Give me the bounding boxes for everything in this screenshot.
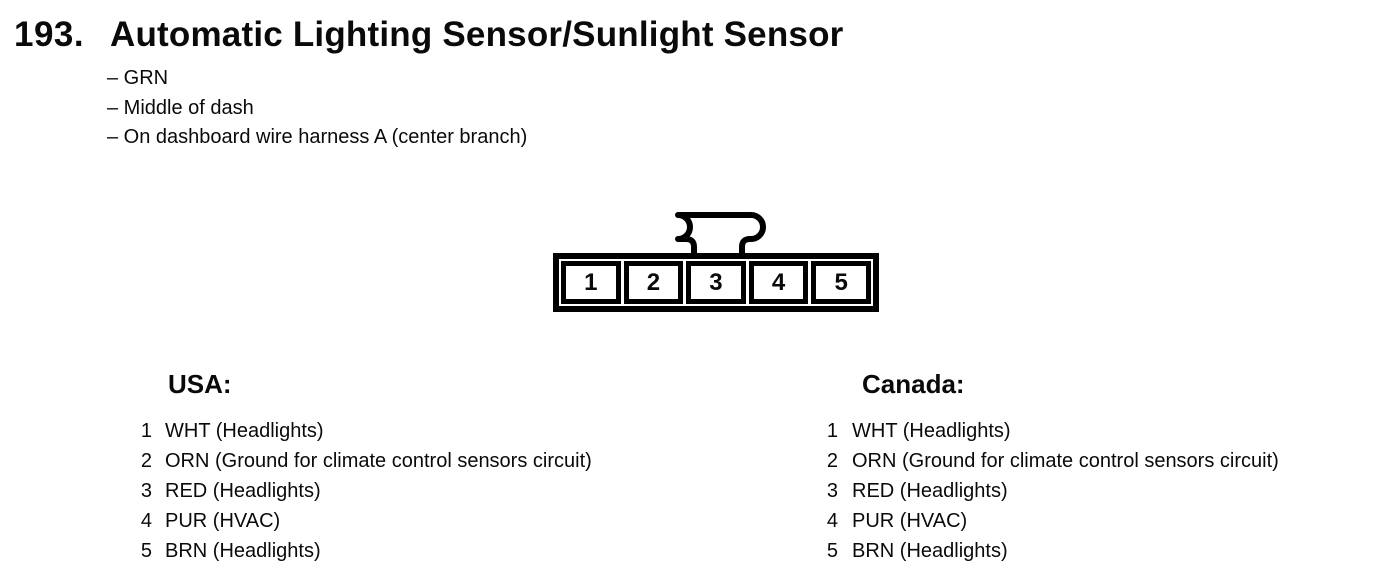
- pinout-row: 5 BRN (Headlights): [806, 536, 1279, 566]
- connector-pin-4: 4: [748, 261, 809, 304]
- pinout-row: 1 WHT (Headlights): [120, 416, 592, 446]
- section-number: 193.: [14, 15, 85, 54]
- connector-lock-tab-icon: [675, 212, 766, 260]
- pinout-list-canada: 1 WHT (Headlights) 2 ORN (Ground for cli…: [806, 416, 1279, 566]
- pin-label: BRN (Headlights): [165, 540, 321, 562]
- connector-pin-3: 3: [686, 261, 746, 304]
- pinout-row: 4 PUR (HVAC): [806, 506, 1279, 536]
- pinout-row: 5 BRN (Headlights): [120, 536, 592, 566]
- region-heading-usa: USA:: [168, 369, 232, 399]
- page-title: Automatic Lighting Sensor/Sunlight Senso…: [110, 15, 844, 54]
- pinout-row: 3 RED (Headlights): [120, 476, 592, 506]
- pin-number: 4: [140, 510, 152, 532]
- pinout-row: 2 ORN (Ground for climate control sensor…: [806, 446, 1279, 476]
- pin-number: 2: [140, 450, 152, 472]
- note-item: – GRN: [107, 67, 169, 89]
- pinout-row: 2 ORN (Ground for climate control sensor…: [120, 446, 592, 476]
- pin-label: WHT (Headlights): [165, 420, 324, 442]
- connector-pin-2: 2: [623, 261, 684, 304]
- pin-label: ORN (Ground for climate control sensors …: [852, 450, 1279, 472]
- pin-label: ORN (Ground for climate control sensors …: [165, 450, 592, 472]
- pin-label: RED (Headlights): [165, 480, 321, 502]
- connector-diagram: 1 2 3 4 5: [553, 206, 879, 312]
- pin-number: 1: [140, 420, 152, 442]
- note-item: – Middle of dash: [107, 96, 254, 119]
- pin-label: WHT (Headlights): [852, 420, 1011, 442]
- connector-pin-5: 5: [811, 261, 871, 304]
- pin-label: PUR (HVAC): [165, 510, 281, 532]
- pin-label: PUR (HVAC): [852, 510, 968, 532]
- pin-number: 4: [771, 268, 786, 296]
- pin-number: 3: [709, 268, 723, 296]
- note-item: – On dashboard wire harness A (center br…: [107, 126, 528, 148]
- connector-pin-1: 1: [561, 261, 621, 304]
- pin-number: 4: [826, 510, 838, 532]
- pin-number: 5: [140, 540, 152, 562]
- pin-number: 2: [826, 450, 838, 472]
- pin-number: 1: [826, 420, 838, 442]
- pin-number: 5: [834, 268, 848, 296]
- pinout-row: 4 PUR (HVAC): [120, 506, 592, 536]
- pin-number: 3: [140, 480, 152, 502]
- pinout-row: 3 RED (Headlights): [806, 476, 1279, 506]
- region-heading-canada: Canada:: [862, 369, 965, 399]
- pin-label: BRN (Headlights): [852, 540, 1008, 562]
- pin-number: 2: [646, 268, 661, 296]
- notes-list: – GRN – Middle of dash – On dashboard wi…: [107, 64, 527, 153]
- connector-body: 1 2 3 4 5: [553, 253, 879, 312]
- pin-label: RED (Headlights): [852, 480, 1008, 502]
- pinout-list-usa: 1 WHT (Headlights) 2 ORN (Ground for cli…: [120, 416, 592, 566]
- pin-number: 1: [584, 268, 598, 296]
- pinout-row: 1 WHT (Headlights): [806, 416, 1279, 446]
- pin-number: 3: [826, 480, 838, 502]
- pin-number: 5: [826, 540, 838, 562]
